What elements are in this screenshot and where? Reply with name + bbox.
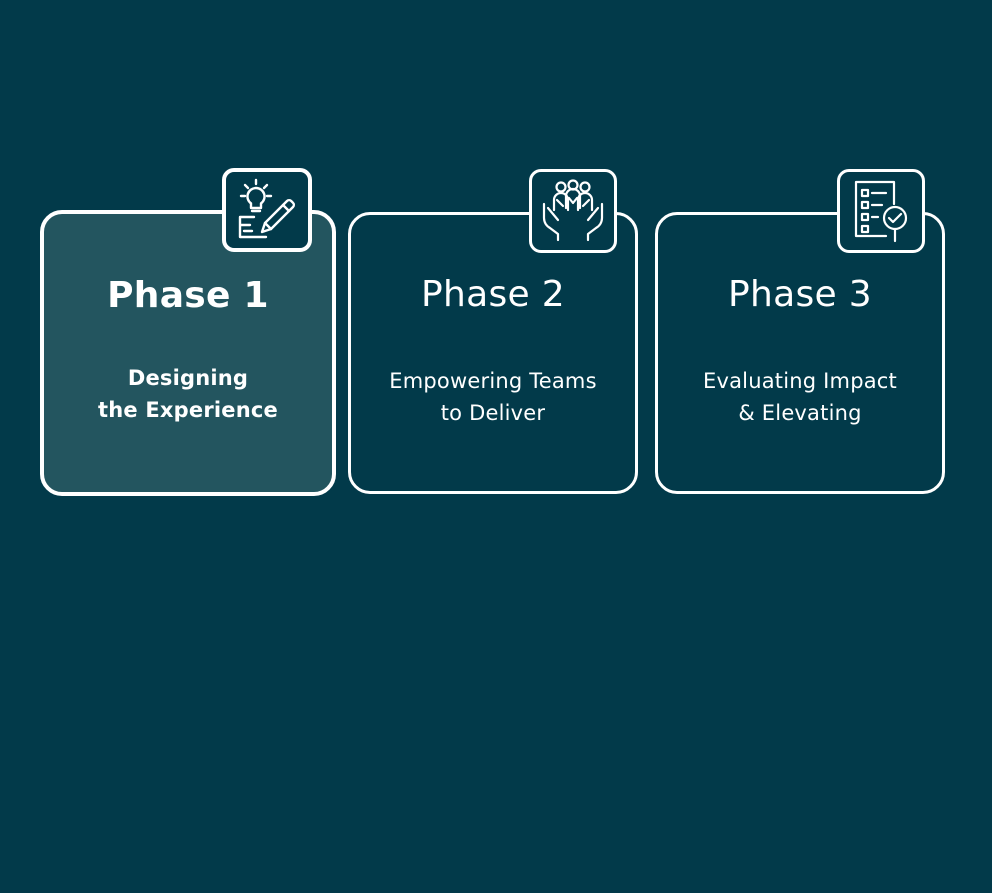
phase-1-subtitle-line-1: Designing (127, 366, 249, 390)
phase-card-2[interactable]: Phase 2 Empowering Teams to Deliver (348, 169, 638, 494)
phase-2-subtitle-line-2: to Deliver (440, 401, 546, 425)
team-hands-icon (542, 179, 604, 242)
phase-3-subtitle-line-2: & Elevating (738, 401, 862, 425)
phase-1-title: Phase 1 (107, 275, 269, 316)
phase-1-icon-frame (222, 168, 312, 252)
phase-2-title: Phase 2 (421, 274, 565, 315)
phase-3-title: Phase 3 (728, 274, 872, 315)
phase-1-subtitle: Designing the Experience (54, 362, 322, 426)
phase-3-subtitle-line-1: Evaluating Impact (703, 369, 897, 393)
phase-card-3[interactable]: Phase 3 Evaluating Impact & Elevating (655, 169, 945, 494)
phase-2-subtitle: Empowering Teams to Deliver (361, 365, 625, 429)
phase-2-icon-frame (529, 169, 617, 253)
phase-card-1[interactable]: Phase 1 Designing the Experience (40, 168, 336, 496)
phase-2-subtitle-line-1: Empowering Teams (389, 369, 597, 393)
phase-1-subtitle-line-2: the Experience (98, 398, 278, 422)
phase-3-icon-frame (837, 169, 925, 253)
phase-3-subtitle: Evaluating Impact & Elevating (668, 365, 932, 429)
checklist-magnifier-icon (854, 180, 908, 243)
lightbulb-pencil-icon (238, 178, 296, 239)
